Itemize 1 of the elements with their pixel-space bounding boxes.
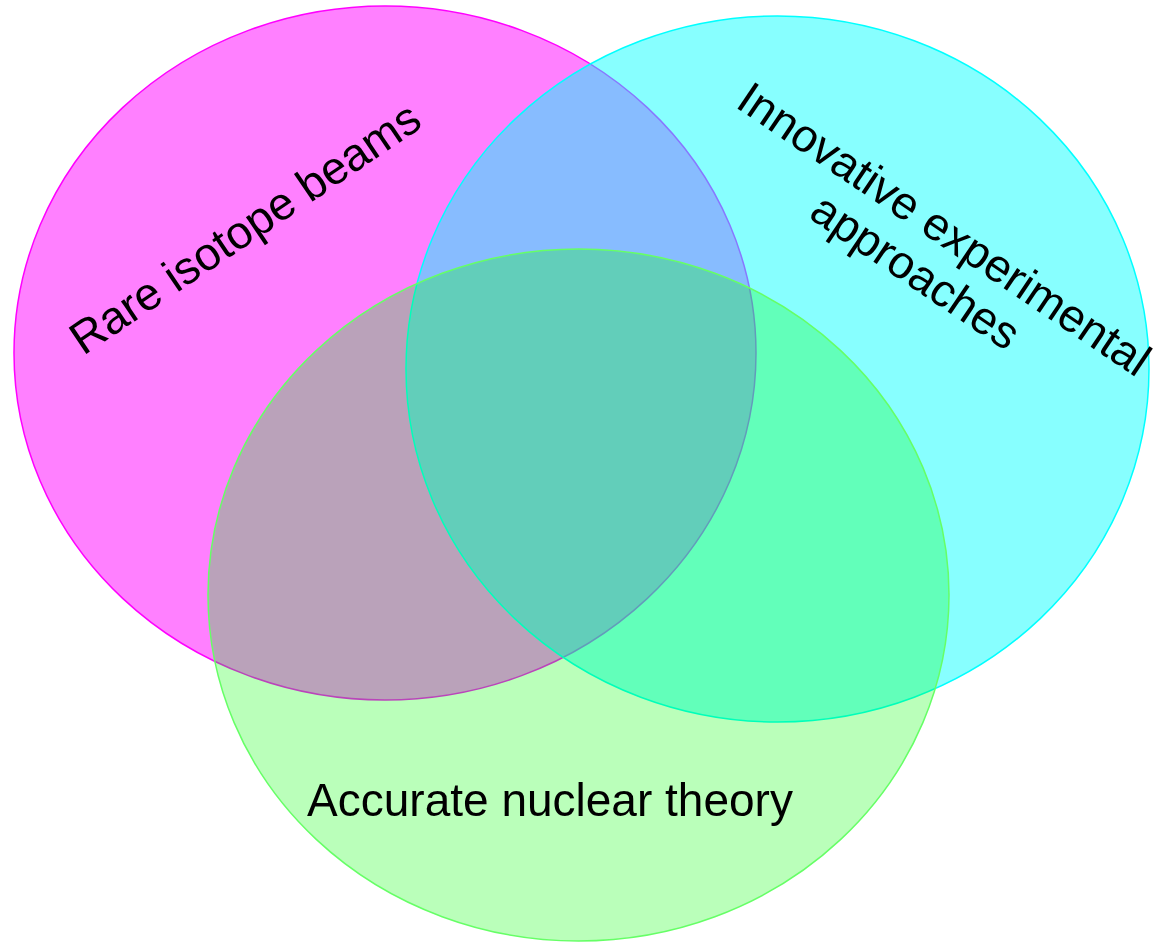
set-label: Accurate nuclear theory [306, 774, 794, 826]
